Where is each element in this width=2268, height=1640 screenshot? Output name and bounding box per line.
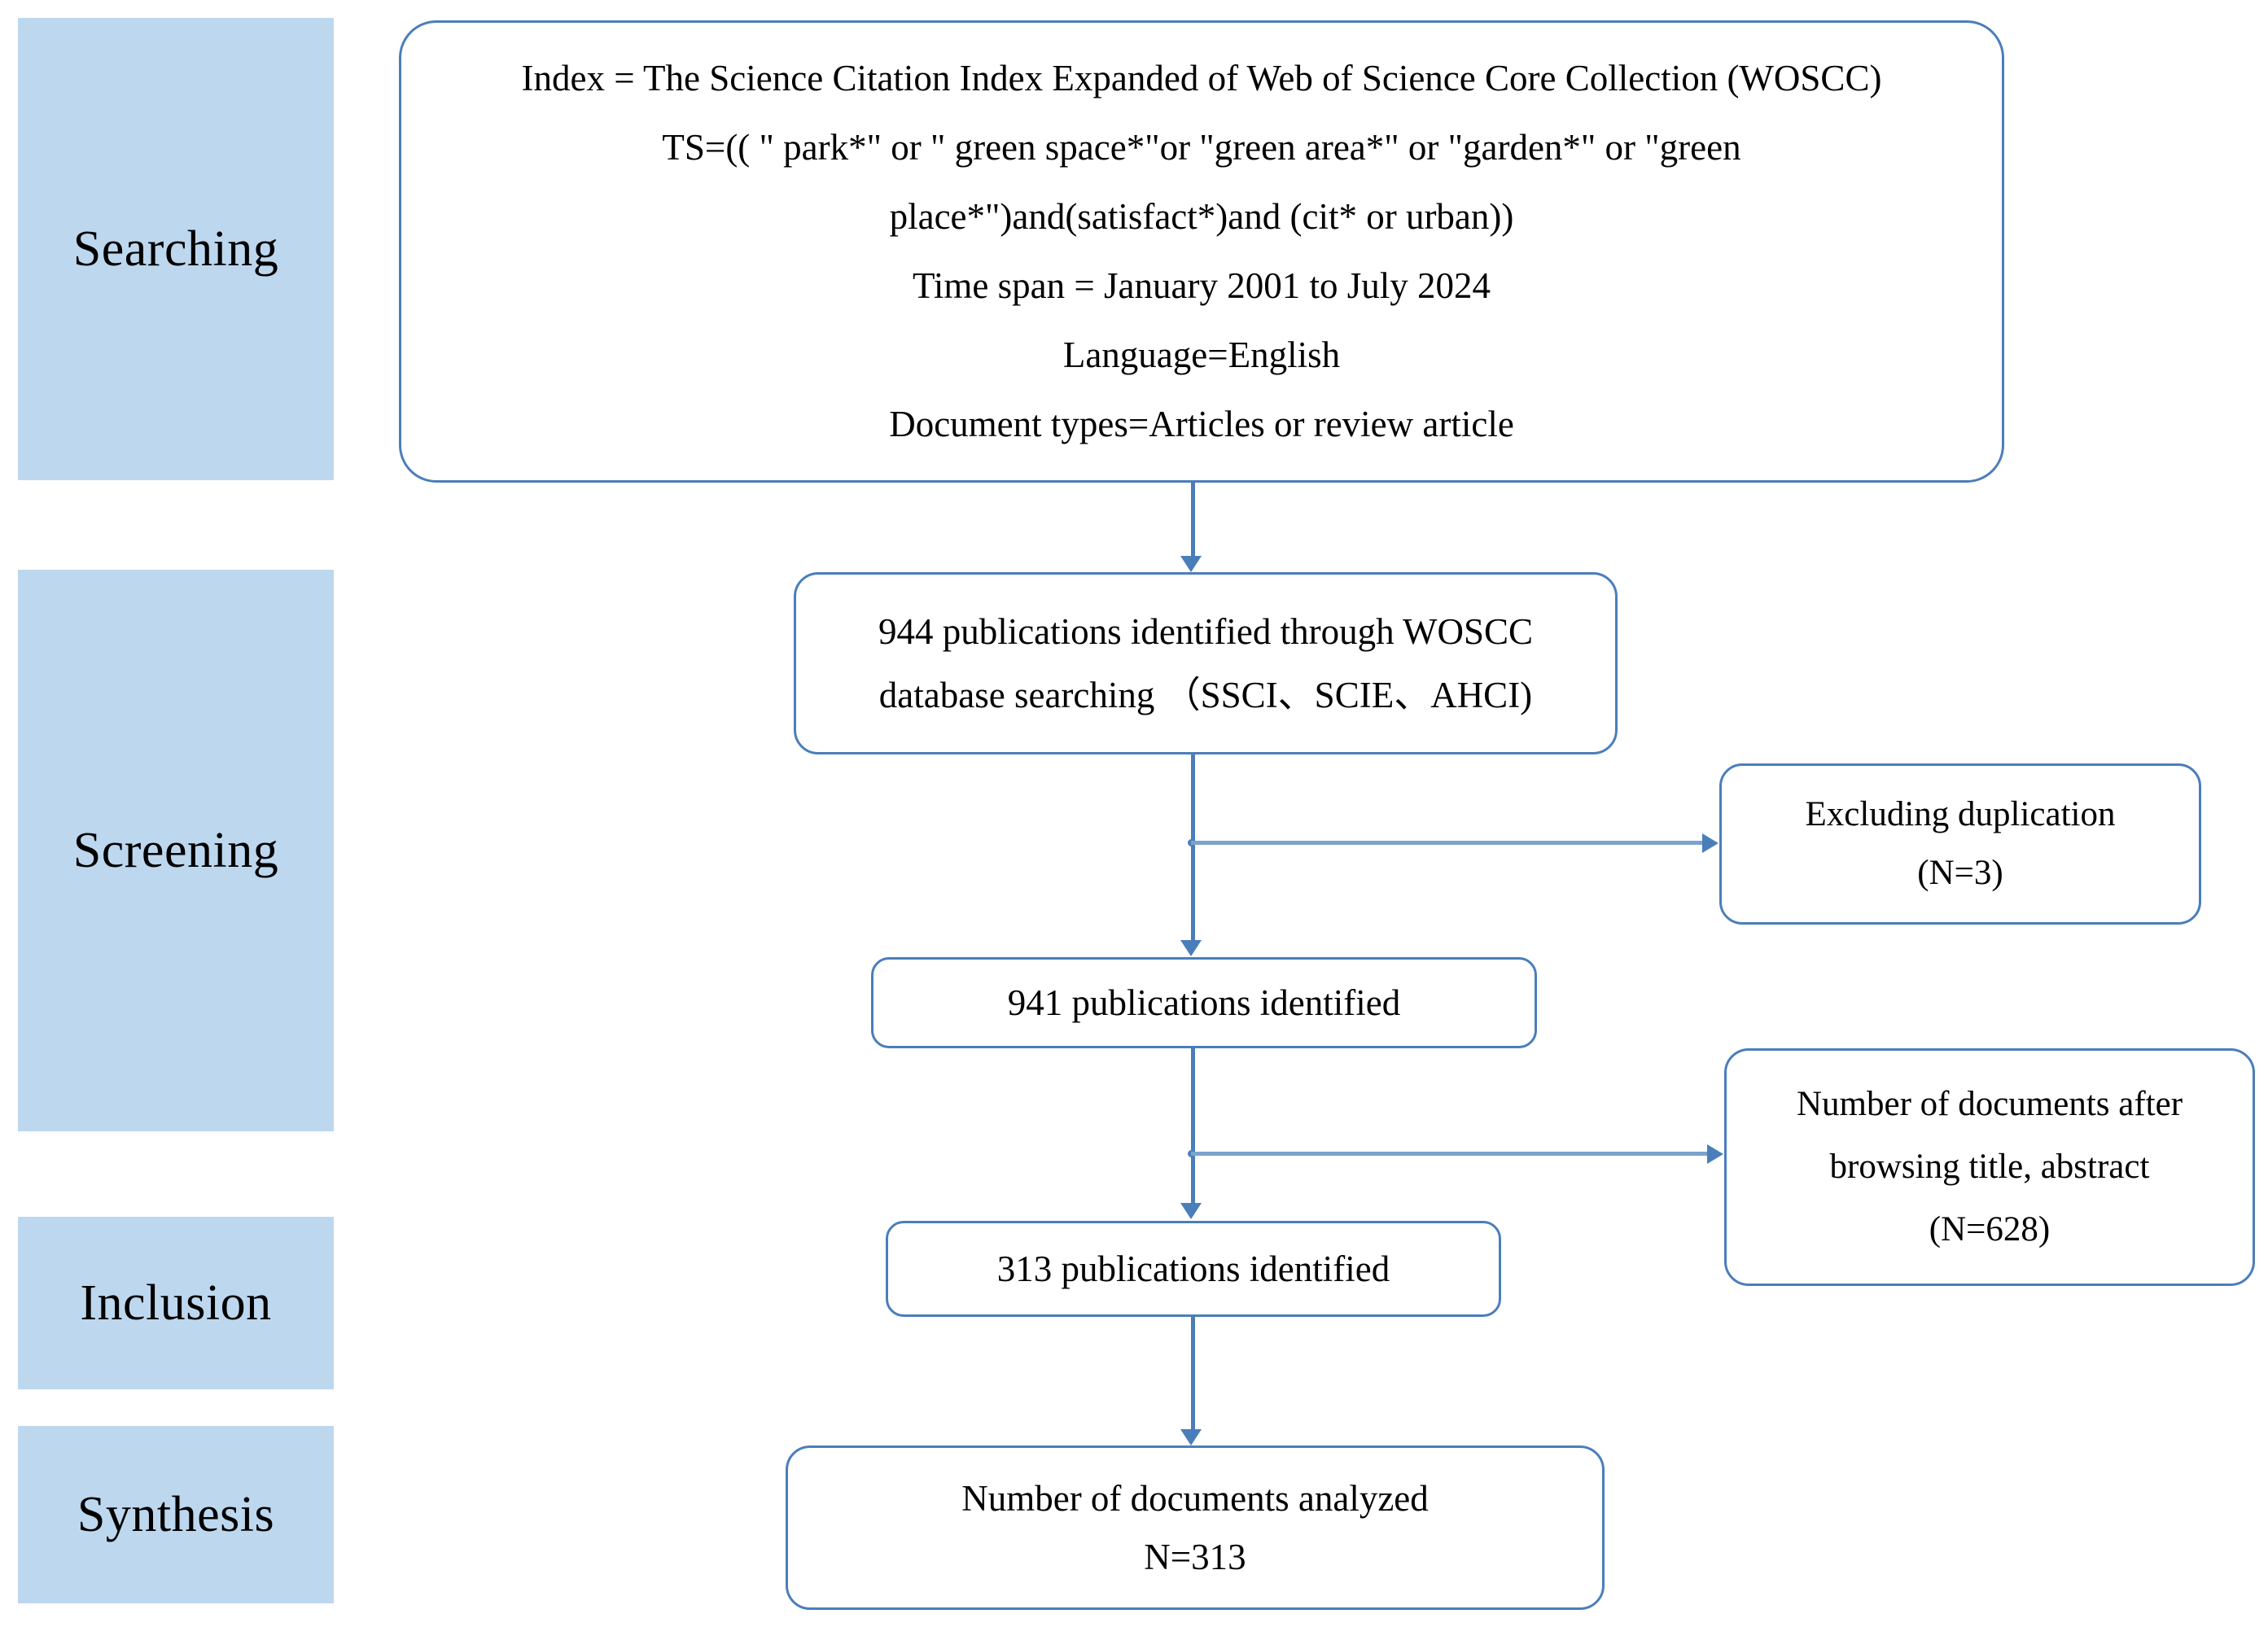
stage-band-inclusion: Inclusion [18, 1217, 334, 1389]
arrow-to-excluding-browsing [1707, 1144, 1723, 1164]
stage-label-synthesis: Synthesis [77, 1486, 275, 1542]
search-criteria-line-ts-1: TS=(( " park*" or " green space*"or "gre… [662, 126, 1741, 168]
arrow-identified-to-941 [1180, 940, 1202, 956]
documents-analyzed-box: Number of documents analyzed N=313 [786, 1445, 1605, 1610]
remaining-941-label: 941 publications identified [1007, 982, 1401, 1023]
arrow-941-to-313 [1180, 1203, 1202, 1219]
connector-search-to-identified [1191, 483, 1195, 558]
arrow-to-excluding-duplication [1702, 833, 1719, 853]
connector-identified-to-941 [1191, 754, 1195, 942]
remaining-313-label: 313 publications identified [996, 1249, 1390, 1289]
search-criteria-line-language: Language=English [1062, 334, 1341, 375]
identified-line-1: 944 publications identified through WOSC… [878, 610, 1534, 652]
excluding-browsing-box: Number of documents after browsing title… [1724, 1048, 2255, 1286]
arrow-search-to-identified [1180, 556, 1202, 572]
stage-band-synthesis: Synthesis [18, 1426, 334, 1603]
search-criteria-line-doctypes: Document types=Articles or review articl… [889, 403, 1514, 444]
stage-label-inclusion: Inclusion [80, 1275, 272, 1331]
connector-941-to-313 [1191, 1048, 1195, 1203]
connector-branch-excluding-browsing [1191, 1152, 1707, 1156]
remaining-313-box: 313 publications identified [886, 1221, 1501, 1317]
identified-publications-box: 944 publications identified through WOSC… [794, 572, 1618, 754]
excluding-browsing-line-1: Number of documents after [1796, 1085, 2183, 1124]
search-criteria-line-ts-2: place*")and(satisfact*)and (cit* or urba… [889, 195, 1514, 237]
excluding-browsing-count: (N=628) [1929, 1210, 2051, 1249]
remaining-941-box: 941 publications identified [871, 957, 1537, 1048]
search-criteria-line-index: Index = The Science Citation Index Expan… [521, 57, 1882, 98]
search-criteria-box: Index = The Science Citation Index Expan… [399, 20, 2004, 483]
stage-label-searching: Searching [72, 221, 279, 277]
connector-branch-excluding-duplication [1191, 841, 1702, 845]
identified-line-2: database searching （SSCI、SCIE、AHCI) [878, 675, 1533, 716]
documents-analyzed-label: Number of documents analyzed [961, 1477, 1429, 1519]
stage-label-screening: Screening [72, 822, 279, 878]
arrow-313-to-analyzed [1180, 1429, 1202, 1445]
search-criteria-line-timespan: Time span = January 2001 to July 2024 [913, 265, 1491, 306]
excluding-duplication-label: Excluding duplication [1805, 795, 2116, 834]
stage-band-screening: Screening [18, 570, 334, 1131]
stage-band-searching: Searching [18, 18, 334, 480]
excluding-browsing-line-2: browsing title, abstract [1829, 1148, 2150, 1187]
excluding-duplication-count: (N=3) [1917, 854, 2003, 893]
documents-analyzed-count: N=313 [1144, 1537, 1246, 1578]
excluding-duplication-box: Excluding duplication (N=3) [1719, 763, 2201, 925]
connector-313-to-analyzed [1191, 1317, 1195, 1429]
